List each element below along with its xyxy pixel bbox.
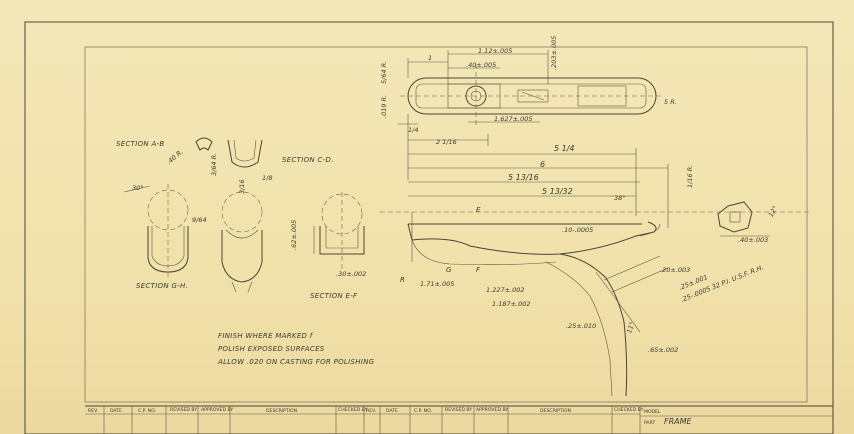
dim-40r: .40 R. <box>165 148 185 166</box>
section-middle-shape <box>221 191 263 293</box>
tb-approved-2: APPROVED BY <box>476 407 508 413</box>
dim-3-64r: 3/64 R. <box>210 153 218 176</box>
dim-203: .203±.005 <box>550 36 558 70</box>
tb-part-name: FRAME <box>664 417 693 426</box>
dimension-stack <box>408 134 669 228</box>
section-gh-label: SECTION G-H. <box>136 282 188 290</box>
dim-6: 6 <box>540 160 545 169</box>
dim-1-top: 1 <box>428 54 432 62</box>
tb-revised-2: REVISED BY <box>445 407 472 413</box>
dim-5r: 5 R. <box>664 98 677 106</box>
detail-view <box>717 201 770 237</box>
dim-40-003: .40±.003 <box>738 236 768 244</box>
dim-30deg: 30° <box>132 184 144 192</box>
inner-border <box>84 46 808 403</box>
dim-1627: 1.627±.005 <box>494 115 533 123</box>
dim-10-0005: .10-.0005 <box>562 226 593 234</box>
note-polish: POLISH EXPOSED SURFACES <box>218 345 325 353</box>
note-allow: ALLOW .020 ON CASTING FOR POLISHING <box>217 358 375 366</box>
tb-description-1: DESCRIPTION <box>266 408 297 414</box>
title-block <box>85 405 833 434</box>
tb-rev-2: REV. <box>366 408 376 414</box>
tb-cpno-2: C.P. NO. <box>414 408 432 414</box>
dim-1187: 1.187±.002 <box>492 300 531 308</box>
tb-description-2: DESCRIPTION <box>540 408 571 414</box>
section-cd-label: SECTION C-D. <box>282 156 334 164</box>
dim-2-1-16: 2 1/16 <box>436 138 457 146</box>
tb-revised-1: REVISED BY <box>170 407 197 413</box>
dim-302: .30±.002 <box>336 270 366 278</box>
letter-e: E <box>476 206 481 214</box>
dim-1-8: 1/8 <box>262 174 272 182</box>
dim-5-13-16: 5 13/16 <box>508 173 539 182</box>
outer-border <box>24 21 834 434</box>
tb-checked-1: CHECKED BY <box>338 407 368 413</box>
tb-part-label: PART <box>644 420 655 426</box>
dim-2025: .20±.003 <box>660 266 690 274</box>
section-ab-shape <box>195 137 213 151</box>
tb-date-2: DATE <box>386 408 398 414</box>
dim-12deg: 12° <box>767 204 780 218</box>
dim-65: .65±.002 <box>648 346 678 354</box>
dim-40: .40±.005 <box>466 61 496 69</box>
dim-38deg: 38° <box>614 194 626 202</box>
dim-5-1-4: 5 1/4 <box>554 144 575 153</box>
tb-date-1: DATE <box>110 408 122 414</box>
dim-019r: .019 R. <box>380 95 388 118</box>
letter-f: F <box>476 266 481 274</box>
dim-112: 1.12±.005 <box>478 47 512 55</box>
section-cd-shape <box>227 139 263 168</box>
dim-5-64r: 5/64 R. <box>380 61 388 84</box>
tb-rev-1: REV. <box>88 408 98 414</box>
dim-62: .62±.005 <box>290 220 298 250</box>
section-ef-label: SECTION E-F <box>310 292 358 300</box>
dim-5-13-32: 5 13/32 <box>542 187 573 196</box>
top-view <box>398 50 662 180</box>
letter-g: G <box>446 266 452 274</box>
dim-11deg: 11° <box>625 321 636 335</box>
dim-252: .25±.010 <box>566 322 596 330</box>
dim-1-16r: 1/16 R. <box>686 165 694 188</box>
letter-r: R <box>400 276 405 284</box>
section-ab-label: SECTION A-B <box>116 140 164 148</box>
section-ef-shape <box>313 192 365 272</box>
dim-1227: 1.227±.002 <box>486 286 525 294</box>
tb-model-label: MODEL <box>644 409 661 415</box>
dim-9-64: 9/64 <box>192 216 207 224</box>
dim-1-4: 1/4 <box>408 126 418 134</box>
tb-checked-2: CHECKED BY <box>614 407 644 413</box>
dim-3-16: 3/16 <box>238 179 246 194</box>
section-gh-shape <box>123 184 189 280</box>
note-finish: FINISH WHERE MARKED f <box>218 332 314 340</box>
tb-approved-1: APPROVED BY <box>201 407 233 413</box>
dim-171: 1.71±.005 <box>420 280 454 288</box>
tb-cpno-1: C.P. NO. <box>138 408 156 414</box>
